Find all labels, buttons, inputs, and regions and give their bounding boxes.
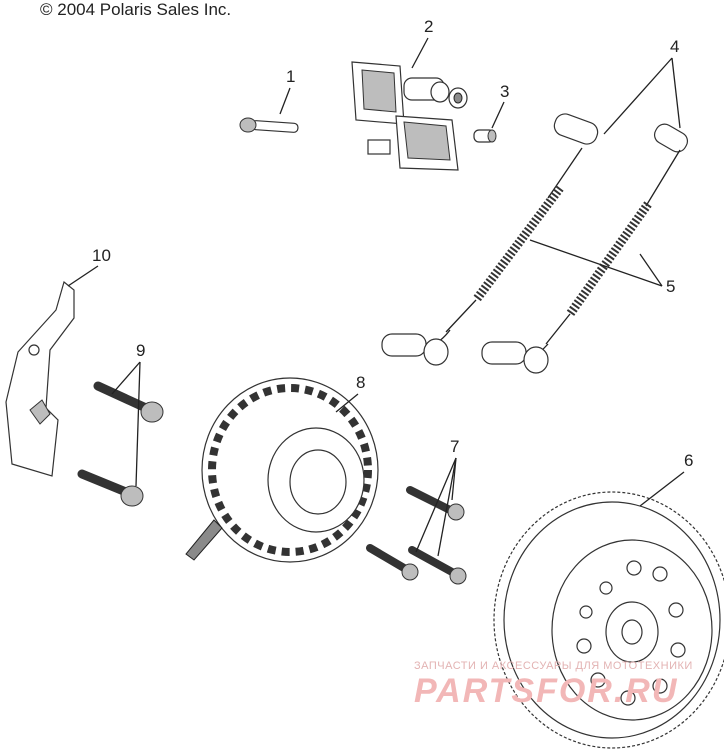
callout-5: 5: [666, 277, 675, 296]
part-4-5-spark-plug-leads: [381, 113, 689, 374]
leader-lines: [67, 37, 685, 557]
callout-4: 4: [670, 37, 679, 56]
callout-2: 2: [424, 17, 433, 36]
callout-8: 8: [356, 373, 365, 392]
watermark-tagline: ЗАПЧАСТИ И АКСЕССУАРЫ ДЛЯ МОТОТЕХНИКИ: [414, 660, 693, 672]
callout-3: 3: [500, 82, 509, 101]
part-3-pin: [473, 129, 497, 143]
callout-6: 6: [684, 451, 693, 470]
part-9-bolts: [77, 381, 164, 507]
callout-9: 9: [136, 341, 145, 360]
part-6-flywheel: [493, 491, 724, 749]
callout-10: 10: [92, 246, 111, 265]
part-8-stator: [185, 377, 379, 563]
part-2-ignition-coil: [351, 61, 468, 171]
watermark-brand: PARTSFOR.RU: [414, 672, 679, 710]
part-10-bracket: [5, 280, 75, 477]
callout-1: 1: [286, 67, 295, 86]
part-7-screws: [366, 486, 467, 585]
part-1-screw: [239, 117, 299, 133]
callout-7: 7: [450, 437, 459, 456]
copyright-notice: © 2004 Polaris Sales Inc.: [40, 0, 232, 19]
callout-labels: 1 2 3 4 5 6 7 8 9 10: [92, 17, 693, 470]
